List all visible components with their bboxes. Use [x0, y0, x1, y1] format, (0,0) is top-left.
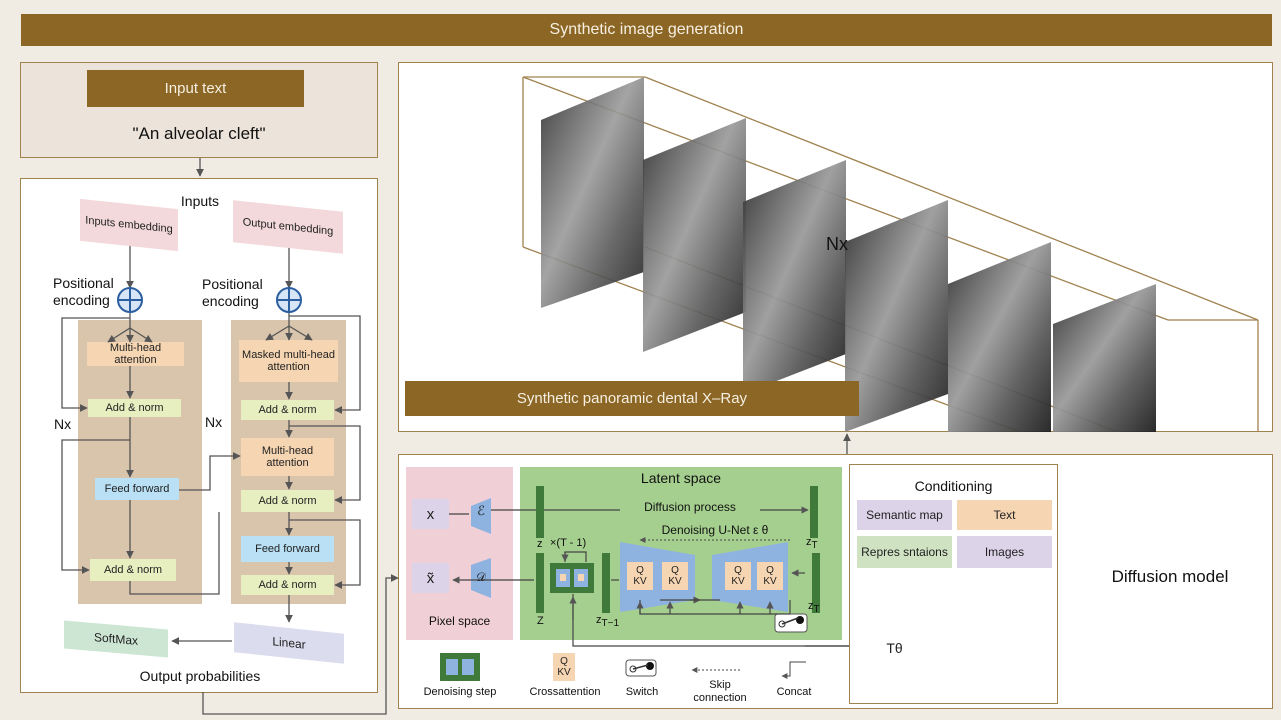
images-block: Images: [957, 536, 1052, 568]
diffusion-process-label: Diffusion process: [620, 500, 760, 514]
legend-q: Q: [560, 656, 568, 667]
encoder-nx-label: Nx: [54, 416, 72, 432]
xray-panel-5: [948, 242, 1051, 432]
unet-left-wing: [620, 542, 695, 612]
z-bottom-text: Z: [537, 615, 544, 627]
xray-panel-4: [845, 200, 948, 432]
qkv-q-3: Q: [734, 565, 742, 576]
inputs-label: Inputs: [180, 193, 220, 209]
zt-top-sub: T: [811, 540, 818, 552]
positional-encoding-right: Positional encoding: [202, 276, 263, 309]
tau-theta-label: Tθ: [886, 640, 903, 656]
decoder-trapezoid: [471, 558, 491, 598]
x-tilde-label: x̃: [426, 569, 435, 587]
input-label-text: Input text: [164, 80, 227, 97]
legend-kv: KV: [557, 667, 571, 678]
zt-top-label: zT: [806, 536, 818, 552]
xray-stack: [522, 76, 1259, 432]
z-bottom-bar: [536, 553, 544, 613]
zt-top-bar: [810, 486, 818, 538]
positional-encoding-left: Positional encoding: [53, 275, 114, 308]
decoder-add-norm-2: Add & norm: [241, 490, 334, 512]
pixel-space-region: [406, 467, 513, 640]
conditioning-label: Conditioning: [914, 478, 993, 494]
qkv-kv-2: KV: [668, 576, 682, 587]
decoder-nx-label: Nx: [205, 414, 223, 430]
zt-bottom-sub: T: [813, 604, 820, 616]
encoder-stack: [78, 320, 202, 604]
xray-panel-3: [743, 160, 846, 394]
positional-encoding-right-icon: [276, 287, 302, 313]
zt-minus-1-sub: T−1: [601, 618, 620, 630]
x-label: x: [426, 505, 435, 523]
latent-space-label: Latent space: [640, 470, 722, 486]
legend-denoising-step-label: Denoising step: [423, 686, 497, 698]
zt-bottom-label: zT: [808, 600, 820, 616]
encoder-add-norm-2: Add & norm: [90, 559, 176, 581]
legend-switch-label: Switch: [625, 686, 659, 698]
legend-skip-connection-label: Skip connection: [693, 679, 747, 704]
encoder-multi-head-attention: Multi-head attention: [87, 342, 184, 366]
x-tilde-box: x̃: [412, 563, 449, 593]
zt-minus-1-bar: [602, 553, 610, 613]
qkv-kv-1: KV: [633, 576, 647, 587]
xray-panels: [541, 77, 1156, 432]
decoder-multi-head-attention: Multi-head attention: [241, 438, 334, 476]
qkv-q-4: Q: [766, 565, 774, 576]
qkv-q-2: Q: [671, 565, 679, 576]
header-bar: Synthetic image generation: [21, 14, 1272, 46]
output-probabilities-label: Output probabilities: [139, 668, 261, 684]
xray-caption: Synthetic panoramic dental X–Ray: [405, 381, 859, 416]
decoder-add-norm-1: Add & norm: [241, 400, 334, 420]
z-bottom-label: Z: [537, 615, 544, 627]
x-input-box: x: [412, 499, 449, 529]
decoder-feed-forward: Feed forward: [241, 536, 334, 562]
encoder-add-norm-1: Add & norm: [88, 399, 181, 417]
semantic-map-block: Semantic map: [857, 500, 952, 530]
z-bar: [536, 486, 544, 538]
text-block: Text: [957, 500, 1052, 530]
qkv-kv-3: KV: [731, 576, 745, 587]
positional-encoding-left-icon: [117, 287, 143, 313]
xray-panel-6: [1053, 284, 1156, 432]
input-text-label: Input text: [87, 70, 304, 107]
z-label: z: [537, 538, 543, 550]
legend-concat-label: Concat: [776, 686, 812, 698]
xray-nx-label: Nx: [826, 234, 848, 254]
xray-panel-1: [541, 77, 644, 308]
times-t-minus-1-label: ×(T - 1): [550, 537, 587, 549]
qkv-q-1: Q: [636, 565, 644, 576]
encoder-trapezoid: [471, 498, 491, 534]
xray-panel-2: [643, 118, 746, 352]
diffusion-model-label: Diffusion model: [1111, 567, 1229, 586]
legend-concat-icon: [781, 661, 806, 679]
decoder-symbol: 𝒟: [476, 569, 486, 584]
pixel-space-label: Pixel space: [428, 614, 491, 628]
denoising-unet-label: Denoising U-Net ε θ: [661, 523, 769, 537]
zt-minus-1-label: zT−1: [596, 614, 620, 630]
decoder-add-norm-3: Add & norm: [241, 575, 334, 595]
input-text-value: "An alveolar cleft": [132, 124, 266, 143]
encoder-feed-forward: Feed forward: [95, 478, 179, 500]
qkv-kv-4: KV: [763, 576, 777, 587]
zt-bottom-bar: [812, 553, 820, 613]
xray-caption-text: Synthetic panoramic dental X–Ray: [516, 390, 748, 407]
representations-block: Repres sntaions: [857, 536, 952, 568]
encoder-symbol: ℰ: [477, 503, 485, 518]
header-title: Synthetic image generation: [549, 21, 744, 38]
legend-crossattention-label: Crossattention: [529, 686, 601, 698]
decoder-masked-attention: Masked multi-head attention: [239, 340, 338, 382]
